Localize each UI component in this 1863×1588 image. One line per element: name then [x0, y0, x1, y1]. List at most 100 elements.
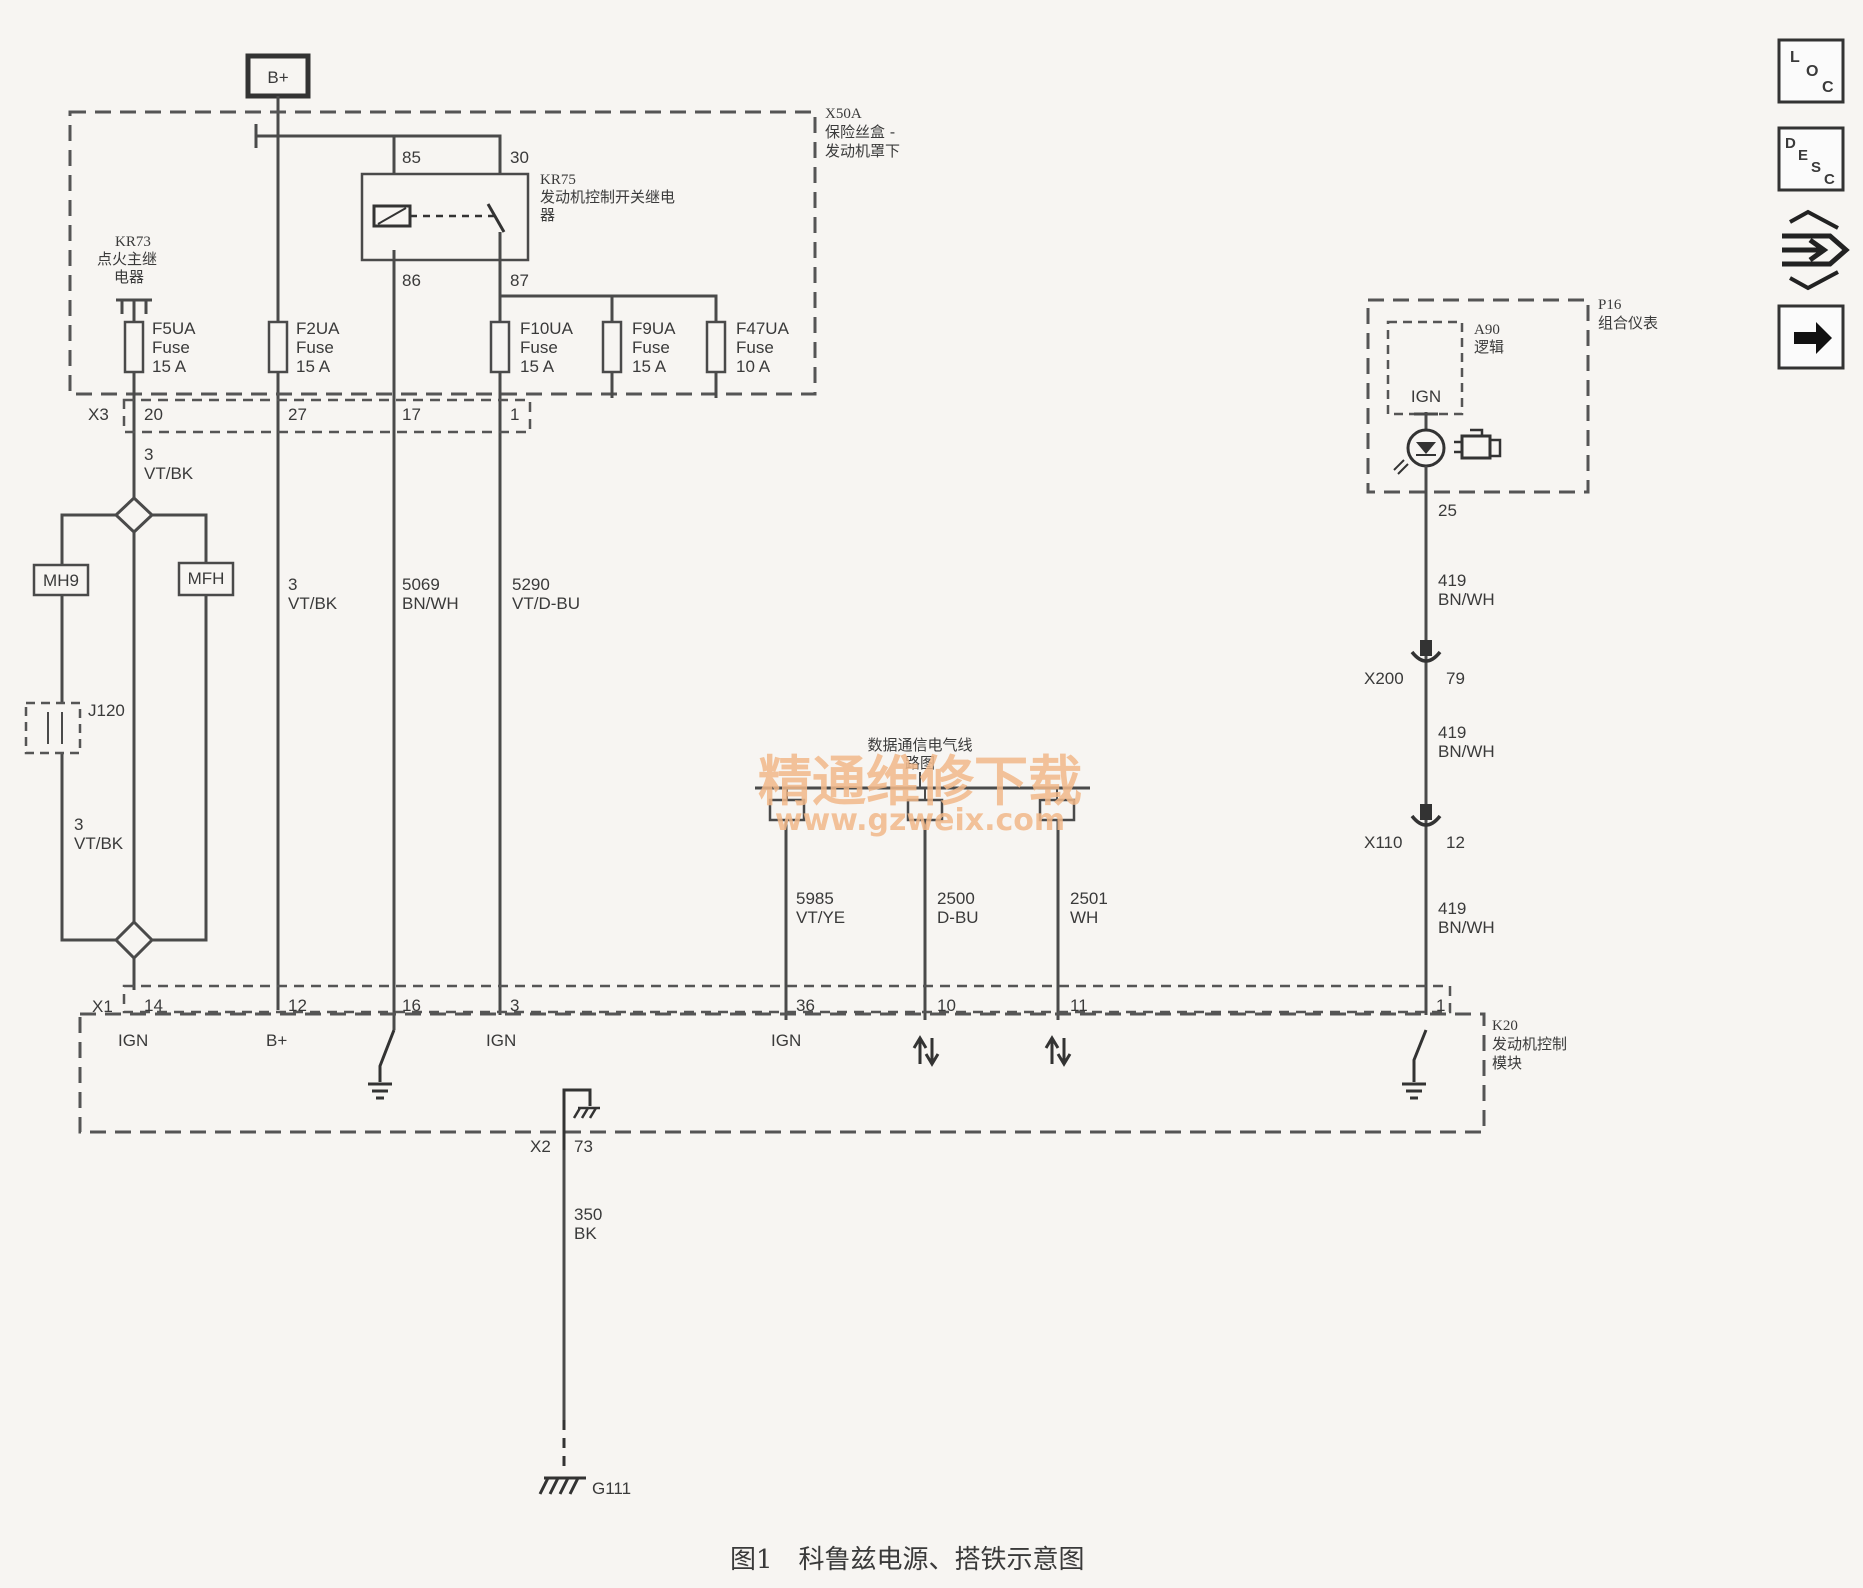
relay-pin-86: 86 — [402, 271, 421, 290]
fuse-f10ua-type: Fuse — [520, 338, 558, 357]
fuse-f47ua-name: F47UA — [736, 319, 790, 338]
svg-text:C: C — [1822, 79, 1834, 96]
relay-kr75: 85 30 86 87 KR75 发动机控制开关继电 器 — [360, 136, 675, 290]
fuse-f47ua-type: Fuse — [736, 338, 774, 357]
fuse-f5ua-rating: 15 A — [152, 357, 187, 376]
loc-button[interactable]: L O C — [1777, 38, 1845, 104]
loc-icon: L O C — [1790, 49, 1834, 96]
data-comm-line1: 数据通信电气线 — [867, 736, 972, 754]
relay-pin-87: 87 — [510, 271, 529, 290]
cluster-logic-id: A90 — [1474, 322, 1500, 338]
fuse-f10ua-name: F10UA — [520, 319, 574, 338]
relay-pin-30: 30 — [510, 148, 529, 167]
instrument-cluster-p16: P16 组合仪表 A90 逻辑 IGN — [1366, 297, 1658, 494]
wire-vtbk-left-num: 3 — [74, 815, 83, 834]
fuse-f2ua-rating: 15 A — [296, 357, 331, 376]
wire-2500-num: 2500 — [937, 889, 975, 908]
svg-text:S: S — [1811, 159, 1821, 176]
connector-view-button[interactable] — [1782, 209, 1850, 291]
desc-icon: D E S C — [1785, 135, 1835, 188]
ecm-x1-label: X1 — [92, 997, 113, 1016]
connector-icon — [1782, 209, 1850, 291]
wire-vtbk-f2-color: VT/BK — [288, 594, 338, 613]
connector-x3-label: X3 — [88, 405, 109, 424]
wire-5985-color: VT/YE — [796, 908, 845, 927]
ecm-func-ign-3: IGN — [486, 1031, 516, 1050]
wire-350-color: BK — [574, 1224, 597, 1243]
arrow-right-icon — [1794, 322, 1832, 354]
wire-vtbk-top-num: 3 — [144, 445, 153, 464]
cluster-ign: IGN — [1411, 387, 1441, 406]
cluster-id: P16 — [1598, 297, 1622, 313]
relay-kr75-name2: 器 — [540, 206, 555, 224]
wire-419c-color: BN/WH — [1438, 918, 1495, 937]
relay-kr75-id: KR75 — [540, 172, 576, 188]
connector-x3: X3 20 27 17 1 — [88, 398, 532, 434]
wire-419b-num: 419 — [1438, 723, 1466, 742]
splice-mfh: MFH — [177, 561, 235, 597]
wire-5069-color: BN/WH — [402, 594, 459, 613]
figure-caption: 图1 科鲁兹电源、搭铁示意图 — [730, 1545, 1085, 1575]
ecm-name: 发动机控制 — [1492, 1035, 1567, 1053]
svg-text:L: L — [1790, 49, 1800, 66]
wire-vtbk-top-color: VT/BK — [144, 464, 194, 483]
splice-mh9: MH9 — [32, 563, 90, 597]
ecm-pin-16: 16 — [402, 996, 421, 1015]
ground-icon — [1402, 1029, 1428, 1100]
ground-icon — [368, 1029, 396, 1100]
connector-x200-label: X200 — [1364, 669, 1404, 688]
fuse-box-x50a: X50A 保险丝盒 - 发动机罩下 — [68, 106, 900, 396]
fuse-f5ua-icon — [123, 320, 145, 374]
x3-pin-20: 20 — [144, 405, 163, 424]
chassis-ground-icon — [562, 1088, 600, 1150]
wire-5290-num: 5290 — [512, 575, 550, 594]
svg-text:E: E — [1798, 147, 1808, 164]
watermark: 精通维修下载 www.gzweix.com — [758, 750, 1082, 838]
relay-kr73: KR73 点火主继 电器 — [97, 234, 157, 316]
cluster-name: 组合仪表 — [1598, 314, 1658, 332]
ecm-k20: X1 K20 发动机控制 模块 14 12 16 3 36 10 11 1 IG… — [78, 984, 1567, 1156]
ecm-id: K20 — [1492, 1018, 1518, 1034]
fuse-f2ua-icon — [267, 320, 289, 374]
fuse-f10ua-icon — [489, 320, 511, 374]
bidirectional-arrow-icon — [1044, 1035, 1072, 1067]
battery-supply: B+ — [245, 53, 311, 99]
svg-text:C: C — [1824, 171, 1835, 188]
fuse-f2ua-name: F2UA — [296, 319, 340, 338]
ecm-func-ign-14: IGN — [118, 1031, 148, 1050]
fuse-f10ua-rating: 15 A — [520, 357, 555, 376]
wire-5069-num: 5069 — [402, 575, 440, 594]
bidirectional-arrow-icon — [912, 1035, 940, 1067]
wire-2501-color: WH — [1070, 908, 1098, 927]
svg-text:D: D — [1785, 135, 1796, 152]
desc-button[interactable]: D E S C — [1777, 126, 1845, 192]
wire-5985-num: 5985 — [796, 889, 834, 908]
x3-pin-1: 1 — [510, 405, 519, 424]
wire-419a-color: BN/WH — [1438, 590, 1495, 609]
relay-kr73-name2: 电器 — [114, 268, 144, 286]
next-page-button[interactable] — [1777, 304, 1845, 370]
data-comm-bus: 数据通信电气线 路图 — [755, 736, 1090, 822]
wire-2501-num: 2501 — [1070, 889, 1108, 908]
cluster-logic-name: 逻辑 — [1474, 338, 1504, 356]
watermark-line2: www.gzweix.com — [775, 803, 1065, 838]
fuse-f5ua-type: Fuse — [152, 338, 190, 357]
ecm-pin-11: 11 — [1070, 996, 1088, 1015]
fuse-box-name: 保险丝盒 - — [825, 123, 895, 141]
ecm-func-bplus: B+ — [266, 1031, 287, 1050]
ecm-x2-pin: 73 — [574, 1137, 593, 1156]
wire-419a-num: 419 — [1438, 571, 1466, 590]
ecm-pin-1: 1 — [1436, 996, 1445, 1015]
battery-label: B+ — [267, 68, 288, 87]
ecm-func-ign-36: IGN — [771, 1031, 801, 1050]
fuse-box-id: X50A — [825, 106, 862, 122]
jumper-j120-label: J120 — [88, 701, 125, 720]
jumper-j120: J120 — [24, 701, 125, 755]
fuse-box-location: 发动机罩下 — [825, 142, 900, 160]
ecm-pin-12: 12 — [288, 996, 307, 1015]
wire-5290-color: VT/D-BU — [512, 594, 580, 613]
wire-2500-color: D-BU — [937, 908, 979, 927]
wire-350-num: 350 — [574, 1205, 602, 1224]
ecm-pin-3: 3 — [510, 996, 519, 1015]
fuse-f2ua-type: Fuse — [296, 338, 334, 357]
